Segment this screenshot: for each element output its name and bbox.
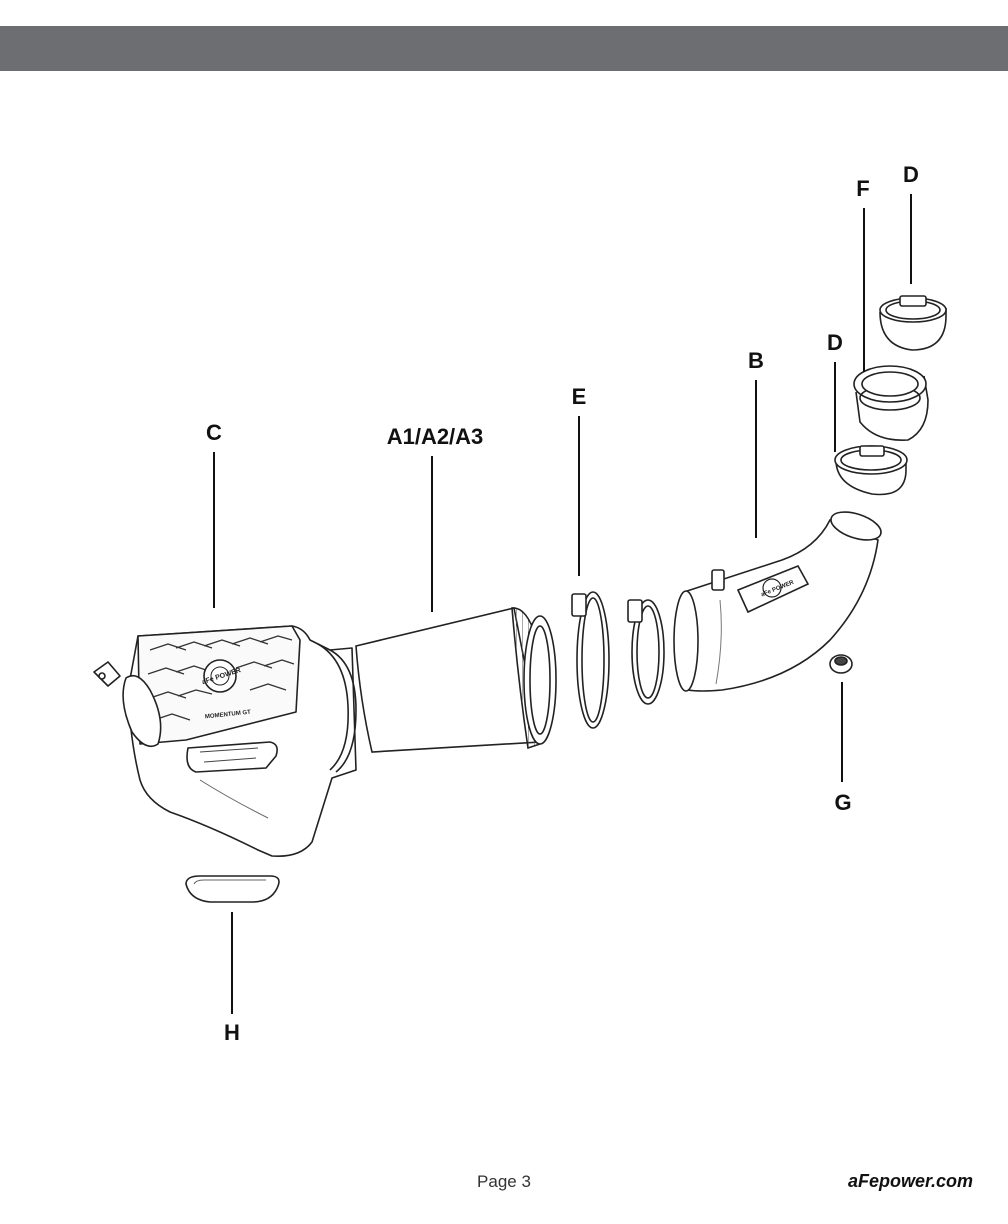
airbox-sub-text: MOMENTUM GT	[205, 710, 252, 721]
header-bar	[0, 26, 1008, 71]
website-link[interactable]: aFepower.com	[847, 1171, 973, 1191]
label-d-lower: D	[827, 330, 843, 355]
coupler-part-f	[853, 365, 929, 441]
page-number: Page 3	[477, 1172, 531, 1191]
label-f: F	[856, 176, 869, 201]
label-d-upper: D	[903, 162, 919, 187]
intake-tube-part-b	[673, 511, 882, 692]
label-a: A1/A2/A3	[387, 424, 484, 449]
label-b: B	[748, 348, 764, 373]
label-c: C	[206, 420, 222, 445]
tube-logo-icon	[762, 578, 782, 598]
afe-logo-icon	[203, 659, 237, 693]
gasket-part-h	[185, 875, 280, 903]
grommet-part-g	[829, 654, 853, 674]
label-h: H	[224, 1020, 240, 1045]
label-e: E	[572, 384, 587, 409]
filter-part-a	[355, 607, 557, 753]
label-g: G	[834, 790, 851, 815]
airbox-part-c	[93, 625, 357, 858]
clamps-part-e	[571, 591, 665, 729]
clamp-part-d-lower	[834, 445, 908, 496]
clamp-part-d-upper	[879, 295, 947, 351]
